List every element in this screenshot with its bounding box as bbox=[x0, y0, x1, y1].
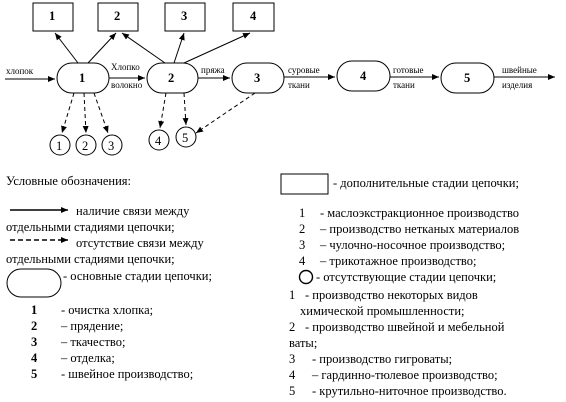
legend-missing-text: - отсутствующие стадии цепочки; bbox=[316, 270, 497, 284]
legend-dashed-line2: отдельными стадиями цепочки; bbox=[6, 252, 175, 266]
dashed-arrow-c1 bbox=[61, 92, 75, 134]
flow-label-s4-s5-line2: ткани bbox=[393, 80, 415, 90]
arrow-to-box-2b bbox=[121, 32, 166, 64]
top-box-4 bbox=[232, 2, 275, 32]
miss-list-text-5: - крутильно-ниточное производство. bbox=[312, 384, 507, 398]
miss-list-text-2b: ваты; bbox=[289, 336, 318, 350]
stage-4 bbox=[336, 60, 391, 92]
miss-list-num-1: 1 bbox=[289, 288, 296, 302]
circle-4-label: 4 bbox=[155, 134, 162, 148]
missing-circle-5 bbox=[175, 126, 197, 148]
arrow-to-box-4 bbox=[183, 32, 251, 64]
circle-5-label: 5 bbox=[182, 131, 189, 145]
flow-label-s3-s4-line1: суровые bbox=[288, 65, 320, 75]
legend-solid-line2: отдельными стадиями цепочки; bbox=[6, 220, 175, 234]
legend-missing-symbol bbox=[298, 269, 314, 285]
flow-label-s4-s5-line1: готовые bbox=[393, 65, 424, 75]
arrow-to-box-1 bbox=[54, 32, 79, 64]
dashed-arrow-c2 bbox=[82, 92, 89, 134]
missing-circle-3 bbox=[101, 134, 123, 156]
flow-label-s1-s2-line1: Хлопко bbox=[111, 62, 140, 72]
top-box-2-label: 2 bbox=[114, 9, 121, 23]
miss-list-text-1b: химической промышленности; bbox=[300, 304, 465, 318]
legend-additional-symbol bbox=[280, 173, 329, 195]
circle-3-label: 3 bbox=[108, 139, 115, 153]
arrow-to-box-2a bbox=[87, 32, 117, 64]
stage-5-label: 5 bbox=[464, 71, 471, 85]
main-list-text-3: – ткачество; bbox=[61, 335, 126, 349]
circle-1-label: 1 bbox=[56, 139, 63, 153]
stage-2-label: 2 bbox=[168, 71, 175, 85]
add-list-text-3: – чулочно-носочное производство; bbox=[320, 238, 506, 252]
main-list-num-1: 1 bbox=[31, 303, 38, 317]
miss-list-num-3: 3 bbox=[289, 352, 296, 366]
top-box-1 bbox=[32, 2, 74, 32]
flow-label-s2-s3: пряжа bbox=[201, 65, 225, 75]
main-list-num-5: 5 bbox=[31, 367, 38, 381]
main-list-text-1: - очистка хлопка; bbox=[61, 303, 154, 317]
flow-label-input: хлопок bbox=[6, 66, 34, 76]
missing-circle-2 bbox=[75, 134, 97, 156]
top-box-3 bbox=[164, 2, 206, 32]
arrow-to-box-3 bbox=[173, 32, 185, 64]
flow-label-output-line1: швейные bbox=[502, 65, 537, 75]
legend-additional-text: - дополнительные стадии цепочки; bbox=[333, 176, 519, 190]
top-box-3-label: 3 bbox=[181, 9, 188, 23]
dashed-arrow-c4 bbox=[158, 92, 167, 129]
flow-label-s1-s2-line2: волокно bbox=[111, 80, 143, 90]
flow-label-s3-s4-line2: ткани bbox=[288, 80, 310, 90]
main-list-text-5: - швейное производство; bbox=[61, 367, 194, 381]
main-list-text-4: – отделка; bbox=[61, 351, 115, 365]
flow-label-output-line2: изделия bbox=[502, 80, 533, 90]
add-list-num-4: 4 bbox=[299, 254, 306, 268]
add-list-num-3: 3 bbox=[299, 238, 306, 252]
miss-list-text-4: – гардинно-тюлевое производство; bbox=[312, 368, 498, 382]
stage-3 bbox=[231, 62, 285, 94]
add-list-text-4: – трикотажное производство; bbox=[320, 254, 477, 268]
miss-list-text-3: - производство гигроваты; bbox=[312, 352, 453, 366]
legend-title: Условные обозначения: bbox=[6, 174, 132, 188]
add-list-text-1: - маслоэкстракционное производство bbox=[320, 206, 520, 220]
dashed-arrow-c5b bbox=[195, 92, 256, 134]
top-box-1-label: 1 bbox=[49, 9, 56, 23]
legend-main-stage-text: - основные стадии цепочки; bbox=[63, 269, 212, 283]
top-box-4-label: 4 bbox=[250, 9, 257, 23]
missing-circle-4 bbox=[148, 129, 170, 151]
legend-main-stage-symbol bbox=[6, 268, 62, 298]
main-list-num-3: 3 bbox=[31, 335, 38, 349]
miss-list-num-2: 2 bbox=[289, 320, 296, 334]
stage-4-label: 4 bbox=[360, 69, 367, 83]
miss-list-num-4: 4 bbox=[289, 368, 296, 382]
stage-5 bbox=[440, 62, 495, 94]
miss-list-text-2a: - производство швейной и мебельной bbox=[305, 320, 505, 334]
add-list-text-2: – производство нетканых материалов bbox=[320, 222, 520, 236]
dashed-arrow-c3 bbox=[93, 92, 109, 134]
legend-dashed-line1: отсутствие связи между bbox=[76, 236, 204, 250]
stage-1-label: 1 bbox=[79, 71, 86, 85]
add-list-num-2: 2 bbox=[299, 222, 306, 236]
dashed-arrow-c5a bbox=[182, 92, 189, 126]
stage-3-label: 3 bbox=[254, 71, 261, 85]
legend-solid-line1: наличие связи между bbox=[76, 204, 190, 218]
add-list-num-1: 1 bbox=[299, 206, 306, 220]
miss-list-text-1a: - производство некоторых видов bbox=[305, 288, 478, 302]
missing-circle-1 bbox=[49, 134, 71, 156]
circle-2-label: 2 bbox=[82, 139, 89, 153]
top-box-2 bbox=[97, 2, 139, 32]
miss-list-num-5: 5 bbox=[289, 384, 296, 398]
main-list-num-4: 4 bbox=[31, 351, 38, 365]
main-list-num-2: 2 bbox=[31, 319, 38, 333]
main-list-text-2: – прядение; bbox=[61, 319, 124, 333]
